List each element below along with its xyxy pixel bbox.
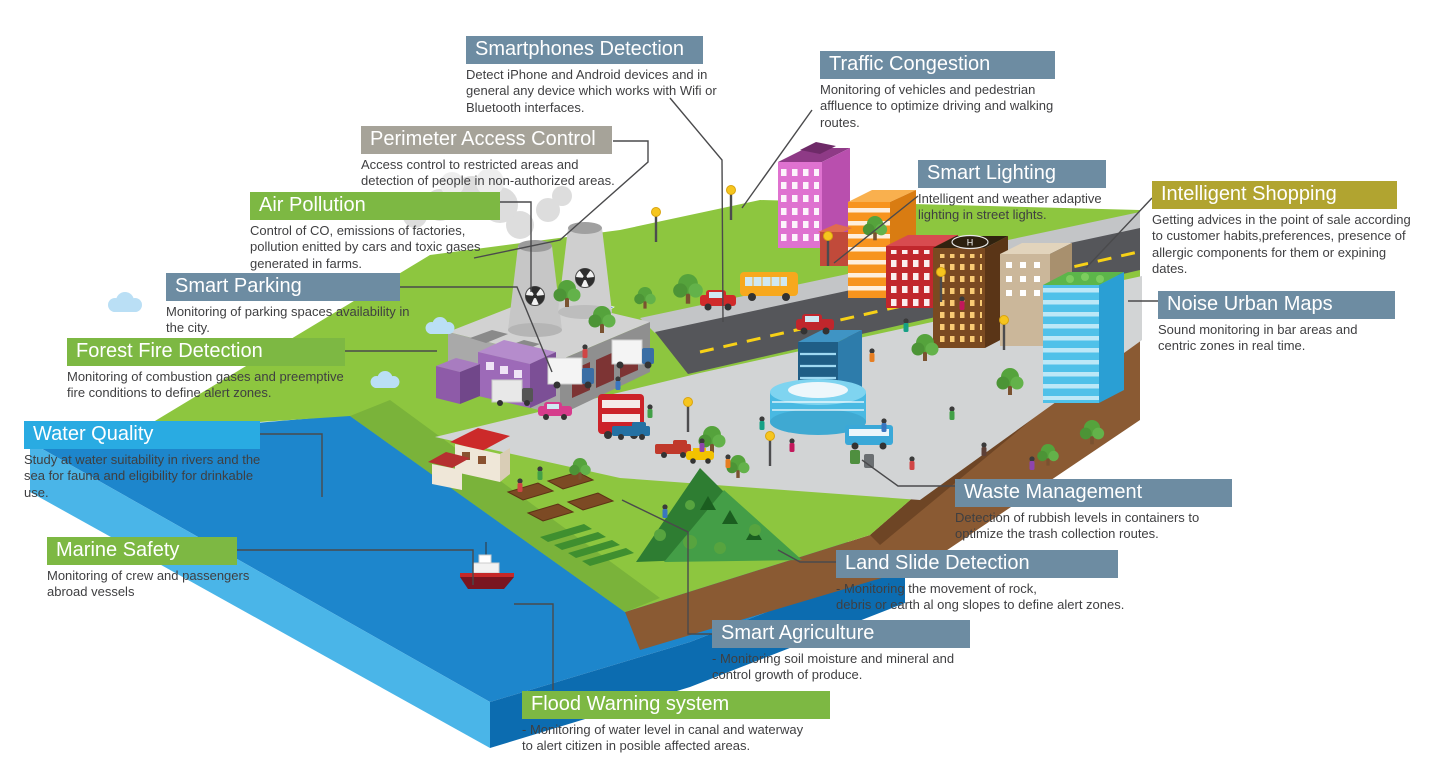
connector-smart-parking	[400, 286, 553, 373]
callout-intelligent-shopping: Intelligent Shopping Getting advices in …	[1152, 181, 1414, 277]
trash-bins	[850, 450, 874, 468]
red-car	[796, 314, 834, 335]
callout-title: Noise Urban Maps	[1158, 291, 1395, 319]
callout-smart-parking: Smart Parking Monitoring of parking spac…	[166, 273, 414, 337]
red-pickup	[655, 440, 691, 458]
connector-air-pollution	[500, 201, 532, 292]
callout-desc: Monitoring of vehicles and pedestrian af…	[820, 82, 1054, 130]
city-bus	[845, 425, 893, 450]
hotel-building: H	[933, 234, 1008, 348]
connector-smart-lighting	[833, 195, 919, 264]
callout-desc: Sound monitoring in bar areas and centri…	[1158, 322, 1358, 354]
delivery-truck	[611, 339, 654, 369]
callout-desc: Getting advices in the point of sale acc…	[1152, 212, 1411, 276]
delivery-truck	[547, 357, 594, 389]
callout-desc: - Monitoring soil moisture and mineral a…	[712, 651, 955, 683]
callout-title: Air Pollution	[250, 192, 500, 220]
connector-smartphones	[669, 97, 724, 323]
blue-glass-building	[1043, 272, 1124, 403]
red-car	[700, 290, 736, 311]
callout-desc: Monitoring of parking spaces availabilit…	[166, 304, 410, 336]
callout-title: Marine Safety	[47, 537, 237, 565]
callout-forest-fire-detection: Forest Fire Detection Monitoring of comb…	[67, 338, 359, 402]
callout-smart-lighting: Smart Lighting Intelligent and weather a…	[918, 160, 1123, 224]
school-bus	[740, 272, 798, 301]
callout-title: Forest Fire Detection	[67, 338, 345, 366]
callout-title: Waste Management	[955, 479, 1232, 507]
connector-intelligent-shopping	[1085, 197, 1153, 269]
callout-title: Perimeter Access Control	[361, 126, 612, 154]
callout-desc: Access control to restricted areas and d…	[361, 157, 615, 189]
callout-desc: - Monitoring the movement of rock, debri…	[836, 581, 1125, 613]
callout-smartphones-detection: Smartphones Detection Detect iPhone and …	[466, 36, 728, 116]
connector-marine-safety	[237, 549, 474, 585]
callout-desc: Detect iPhone and Android devices and in…	[466, 67, 717, 115]
callout-desc: Study at water suitability in rivers and…	[24, 452, 261, 500]
callout-desc: - Monitoring of water level in canal and…	[522, 722, 804, 754]
callout-title: Traffic Congestion	[820, 51, 1055, 79]
callout-smart-agriculture: Smart Agriculture - Monitoring soil mois…	[712, 620, 992, 684]
crop-fields	[506, 471, 634, 566]
vehicles	[491, 272, 893, 464]
connector-agriculture	[621, 499, 712, 635]
callout-land-slide-detection: Land Slide Detection - Monitoring the mo…	[836, 550, 1134, 614]
helipad-letter: H	[967, 238, 974, 248]
callout-title: Smart Parking	[166, 273, 400, 301]
connector-waste	[861, 459, 955, 487]
houses	[428, 428, 510, 490]
callout-perimeter-access-control: Perimeter Access Control Access control …	[361, 126, 633, 190]
callout-title: Smart Agriculture	[712, 620, 970, 648]
callout-desc: Control of CO, emissions of factories, p…	[250, 223, 481, 271]
callout-desc: Monitoring of combustion gases and preem…	[67, 369, 344, 401]
callout-title: Smart Lighting	[918, 160, 1106, 188]
round-building	[770, 379, 866, 435]
callout-desc: Monitoring of crew and passengers abroad…	[47, 568, 250, 600]
delivery-truck	[491, 379, 533, 406]
connector-landslide	[777, 549, 836, 563]
yellow-car	[686, 448, 714, 464]
callout-air-pollution: Air Pollution Control of CO, emissions o…	[250, 192, 512, 272]
callout-title: Intelligent Shopping	[1152, 181, 1397, 209]
pink-tower	[778, 142, 850, 248]
callout-traffic-congestion: Traffic Congestion Monitoring of vehicle…	[820, 51, 1068, 131]
hill	[636, 468, 802, 562]
callout-waste-management: Waste Management Detection of rubbish le…	[955, 479, 1232, 543]
callout-flood-warning-system: Flood Warning system - Monitoring of wat…	[522, 691, 830, 755]
connector-lines	[237, 97, 1158, 690]
blue-pickup	[612, 422, 650, 440]
callout-title: Land Slide Detection	[836, 550, 1118, 578]
connector-water-quality	[260, 433, 323, 497]
connector-flood	[514, 603, 554, 690]
pink-car	[538, 402, 572, 420]
callout-title: Flood Warning system	[522, 691, 830, 719]
connector-traffic	[741, 109, 813, 209]
callout-noise-urban-maps: Noise Urban Maps Sound monitoring in bar…	[1158, 291, 1398, 355]
callout-title: Water Quality	[24, 421, 260, 449]
bushes	[654, 500, 761, 554]
callout-marine-safety: Marine Safety Monitoring of crew and pas…	[47, 537, 259, 601]
callout-desc: Detection of rubbish levels in container…	[955, 510, 1200, 542]
callout-desc: Intelligent and weather adaptive lightin…	[918, 191, 1102, 223]
callout-water-quality: Water Quality Study at water suitability…	[24, 421, 272, 501]
callout-title: Smartphones Detection	[466, 36, 703, 64]
